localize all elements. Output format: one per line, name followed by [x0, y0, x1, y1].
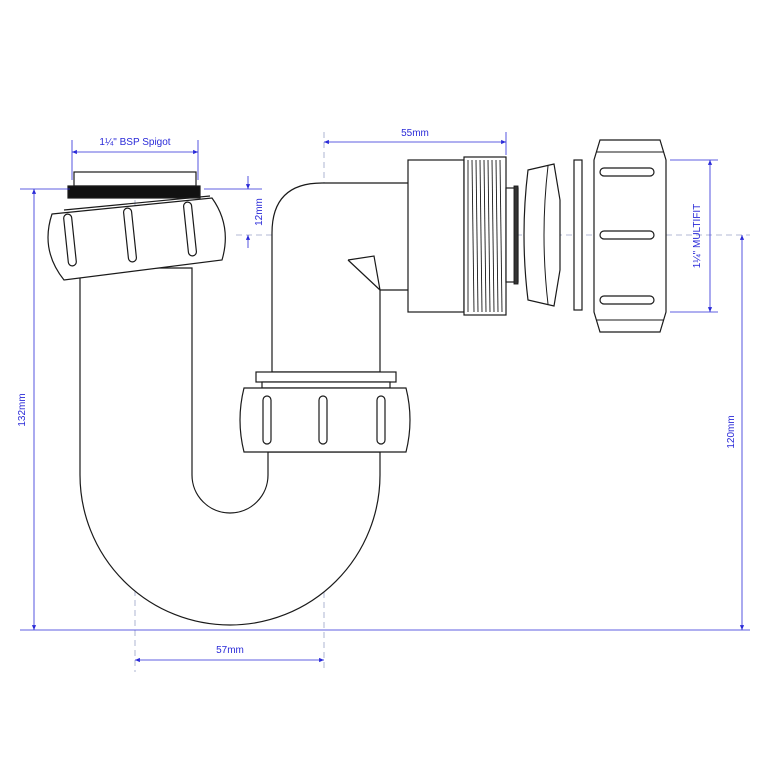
elbow-riser	[271, 182, 411, 373]
outlet-boss	[407, 159, 465, 313]
ring-washer	[573, 159, 583, 311]
height-left-label: 132mm	[17, 393, 28, 426]
multifit-nut-grip	[599, 230, 655, 240]
thread-gap	[513, 185, 519, 285]
lower-nut-grip	[318, 395, 328, 445]
trap-body	[47, 156, 519, 626]
multifit-label: 1¼" MULTIFIT	[691, 204, 703, 268]
cone-washer	[523, 163, 561, 307]
upper-nut-grip	[182, 201, 198, 257]
multifit-nut-ridges	[596, 151, 664, 321]
outlet-thread-lines	[467, 159, 503, 313]
lower-nut-grip	[262, 395, 272, 445]
elbow-crease	[347, 255, 381, 291]
multifit-nut-grip	[599, 295, 655, 305]
upper-nut	[47, 197, 226, 281]
dimension-lines	[20, 132, 750, 663]
spigot-label: 1¼" BSP Spigot	[99, 136, 170, 148]
seal-label: 12mm	[254, 198, 265, 226]
upper-nut-grip	[63, 213, 77, 267]
height-right-label: 120mm	[726, 415, 737, 448]
outlet-label: 55mm	[401, 128, 429, 139]
upper-nut-skirt	[63, 195, 211, 211]
riser-collar-lower	[261, 381, 391, 389]
spigot-tail	[73, 171, 197, 187]
riser-collar	[255, 371, 397, 383]
lower-nut-grip	[376, 395, 386, 445]
cone-washer-edge	[543, 165, 549, 305]
multifit-nut-grip	[599, 167, 655, 177]
u-bend	[79, 267, 381, 626]
upper-nut-grip	[122, 207, 138, 263]
spigot-seal	[67, 185, 201, 199]
offset-label: 57mm	[216, 645, 244, 656]
